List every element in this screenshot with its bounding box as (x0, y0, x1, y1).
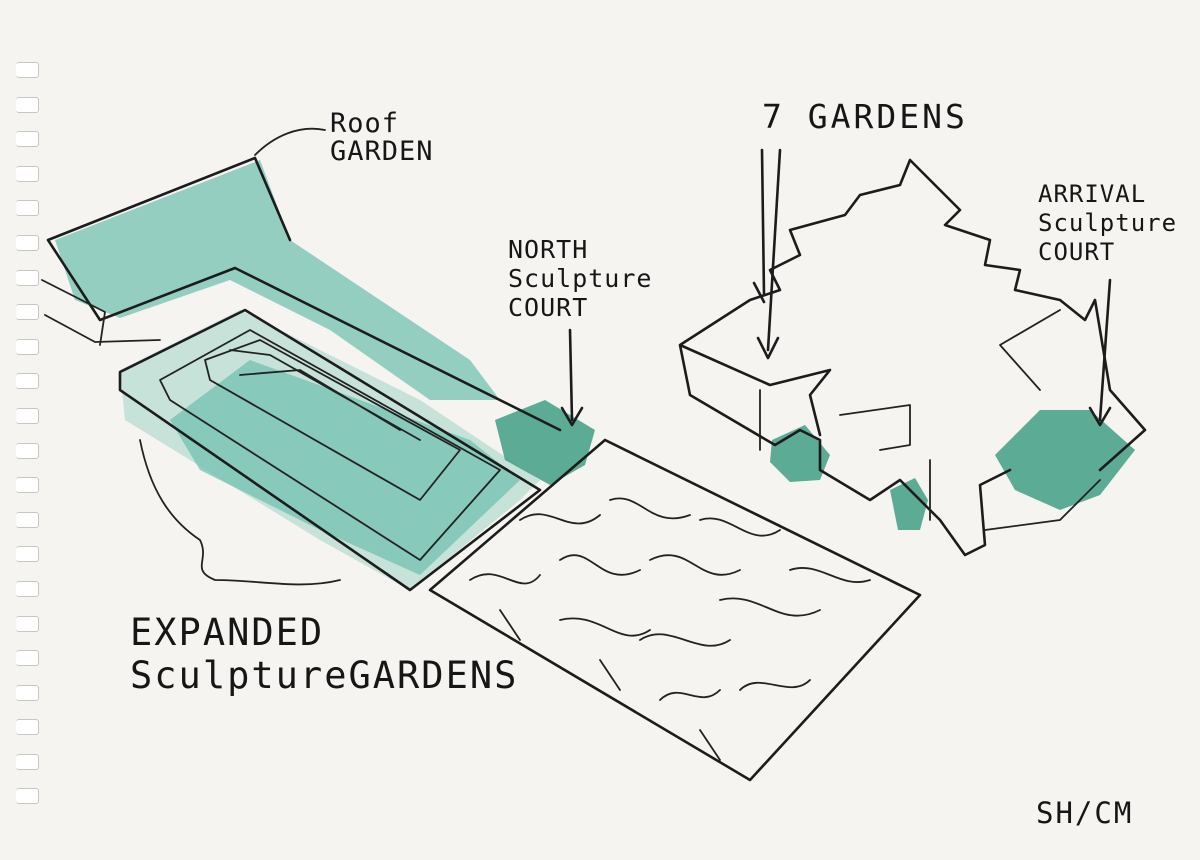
arrival-court-wash (995, 410, 1135, 510)
seven-gardens-label: 7 GARDENS (762, 100, 968, 135)
plaza-cobbles (470, 498, 870, 760)
north-sculpture-court-label: NORTH Sculpture COURT (508, 236, 652, 322)
roof-garden-leader (255, 129, 325, 155)
seven-gardens-arrows (754, 150, 780, 358)
signature-initials: SH/CM (1036, 798, 1133, 828)
roof-garden-label: Roof GARDEN (330, 110, 434, 167)
expanded-sculpture-gardens-label: EXPANDED SculptureGARDENS (130, 612, 518, 697)
north-court-arrow (562, 330, 582, 425)
arrival-sculpture-court-label: ARRIVAL Sculpture COURT (1038, 180, 1177, 266)
